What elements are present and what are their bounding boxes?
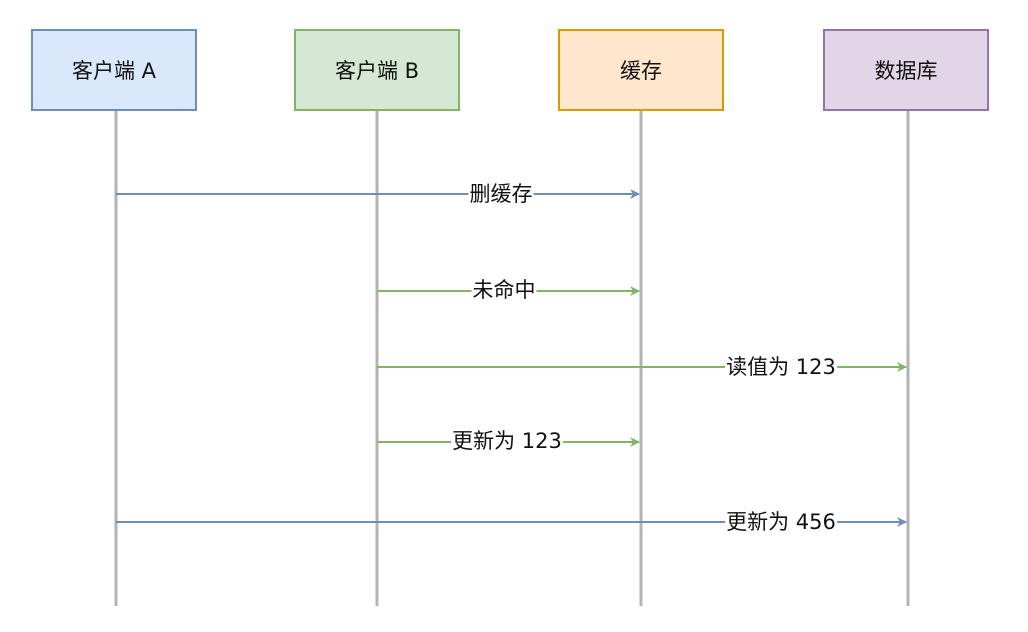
participant-database-label: 数据库 (874, 59, 938, 83)
message-update-cache-label: 更新为 123 (451, 428, 563, 454)
participant-client-b-label: 客户端 B (334, 59, 420, 83)
message-update-db-label: 更新为 456 (725, 509, 837, 535)
message-delete-cache-label: 删缓存 (468, 181, 534, 207)
participant-client-a: 客户端 A (31, 29, 197, 111)
message-read-value-label: 读值为 123 (725, 354, 837, 380)
message-cache-miss-label: 未命中 (471, 277, 537, 303)
participant-client-b: 客户端 B (294, 29, 460, 111)
participant-database: 数据库 (823, 29, 989, 111)
participant-cache-label: 缓存 (620, 59, 662, 83)
participant-cache: 缓存 (558, 29, 724, 111)
participant-client-a-label: 客户端 A (71, 59, 157, 83)
